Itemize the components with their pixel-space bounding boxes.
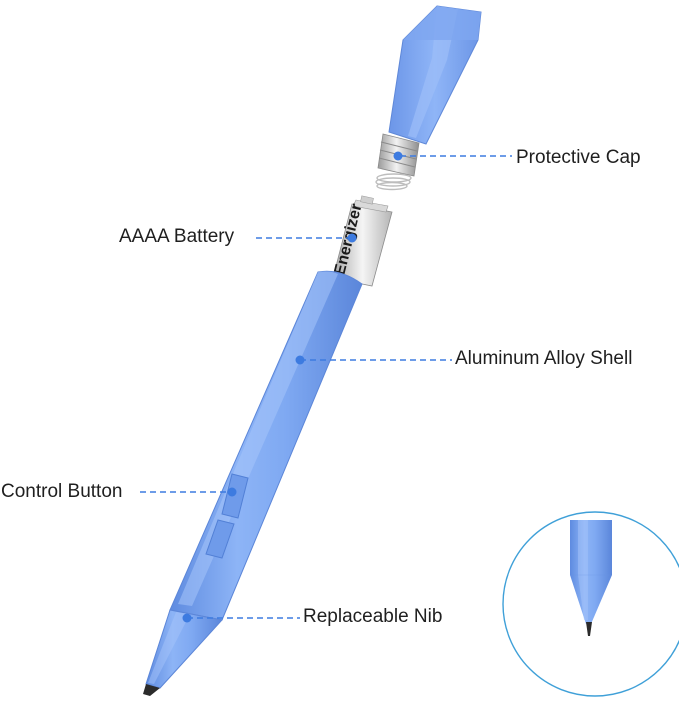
label-replaceable-nib: Replaceable Nib [303, 606, 443, 627]
shell-dot [295, 355, 305, 365]
callout-dots [182, 151, 403, 623]
aluminum-alloy-shell [169, 270, 363, 621]
cap-dot [393, 151, 403, 161]
label-aaaa-battery: AAAA Battery [119, 226, 235, 247]
pen-tip [143, 609, 223, 696]
aaaa-battery: Energizer [331, 195, 393, 287]
label-protective-cap: Protective Cap [516, 147, 641, 168]
control-button [205, 473, 249, 559]
button-dot [227, 487, 237, 497]
callouts [140, 155, 512, 619]
zoom-nib-tip [586, 622, 592, 636]
nib-dot [182, 613, 192, 623]
label-aluminum-alloy-shell: Aluminum Alloy Shell [455, 348, 633, 369]
spring [375, 173, 412, 191]
nib [143, 684, 160, 696]
nib-zoom-circle [502, 511, 679, 697]
label-control-button: Control Button [1, 481, 123, 502]
protective-cap [375, 5, 482, 191]
battery-dot [347, 233, 357, 243]
